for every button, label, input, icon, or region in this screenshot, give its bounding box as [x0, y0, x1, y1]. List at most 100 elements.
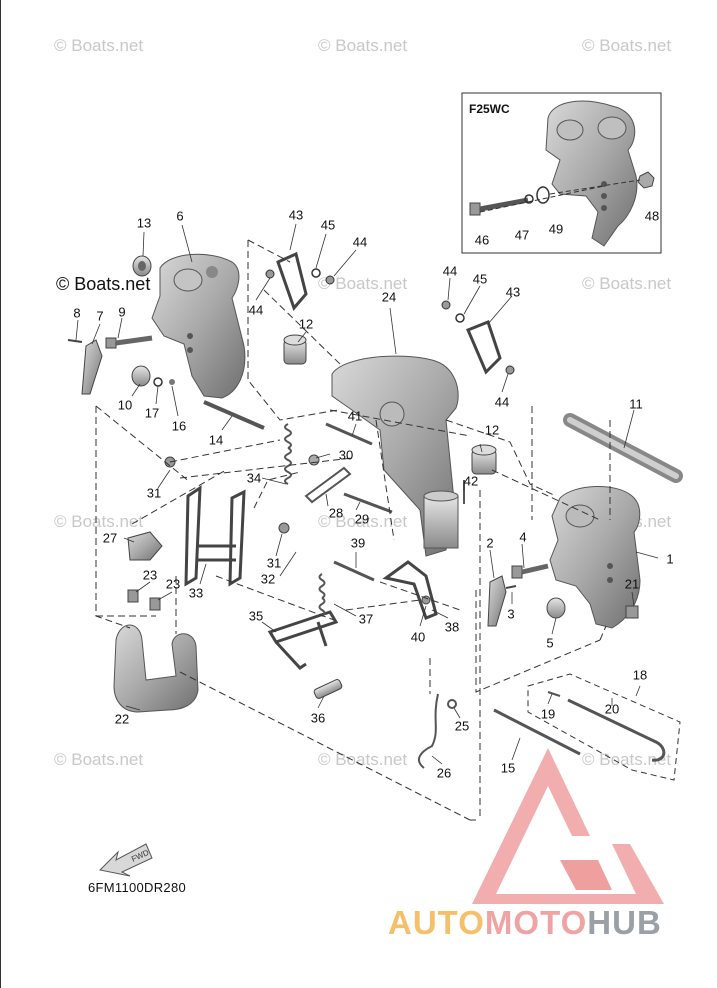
- link-35: [267, 610, 339, 670]
- assembly-18-box: [527, 673, 681, 781]
- brand-logo-icon: [472, 748, 664, 904]
- callout-36: 36: [310, 710, 326, 726]
- callout-12: 12: [484, 422, 500, 438]
- pin-36: [313, 679, 343, 699]
- inset-bolt-46: [469, 197, 529, 216]
- callout-24: 24: [381, 289, 397, 305]
- callout-4: 4: [519, 529, 527, 545]
- clamp-bracket-1: [549, 486, 641, 629]
- screw-23a: [127, 589, 139, 603]
- watermark: © Boats.net: [54, 512, 144, 531]
- bolt-9: [105, 335, 153, 349]
- callout-47: 47: [514, 227, 530, 243]
- callout-27: 27: [102, 530, 118, 546]
- screw-44d: [505, 365, 515, 375]
- bolt-14: [203, 400, 265, 430]
- callout-45: 45: [472, 271, 488, 287]
- callout-6: 6: [176, 208, 184, 224]
- callout-48: 48: [644, 208, 660, 224]
- callout-18: 18: [632, 667, 648, 683]
- watermark: © Boats.net: [318, 274, 408, 293]
- callout-20: 20: [604, 701, 620, 717]
- screw-44b: [265, 269, 275, 279]
- spring-37: [318, 573, 326, 617]
- callout-26: 26: [436, 765, 452, 781]
- pin-3: [505, 585, 517, 589]
- callout-44: 44: [442, 263, 458, 279]
- callout-5: 5: [546, 635, 554, 651]
- grip-22: [113, 624, 199, 713]
- callout-40: 40: [410, 629, 426, 645]
- watermark: © Boats.net: [582, 36, 672, 55]
- lever-38: [382, 560, 438, 620]
- callout-2: 2: [486, 535, 494, 551]
- inset-bracket-48: [545, 100, 638, 247]
- inset-nut-48: [637, 171, 655, 189]
- callout-43: 43: [288, 207, 304, 223]
- callout-43: 43: [505, 284, 521, 300]
- diagram-code: 6FM1100DR280: [88, 880, 187, 895]
- watermark: © Boats.net: [54, 36, 144, 55]
- callout-8: 8: [73, 305, 81, 321]
- callout-41: 41: [347, 408, 363, 424]
- washer-17: [153, 377, 163, 387]
- pad-5: [546, 597, 566, 619]
- watermark: © Boats.net: [318, 512, 408, 531]
- pin-41: [325, 422, 373, 446]
- callout-44: 44: [352, 234, 368, 250]
- lever-2: [487, 575, 507, 627]
- bolt-4: [511, 563, 549, 579]
- bushing-12b: [471, 444, 497, 475]
- watermark: © Boats.net: [54, 750, 144, 769]
- rod-15: [493, 708, 581, 756]
- bushing-13: [132, 255, 152, 277]
- inset-box: [461, 92, 662, 254]
- wire-26: [417, 693, 439, 769]
- brand-part-moto: MOTO: [484, 904, 588, 941]
- callout-30: 30: [338, 447, 354, 463]
- clip-25: [447, 699, 457, 709]
- screw-21: [625, 605, 639, 619]
- callout-44: 44: [248, 302, 264, 318]
- callout-23: 23: [142, 567, 158, 583]
- callout-12: 12: [298, 316, 314, 332]
- callout-3: 3: [507, 606, 515, 622]
- plate-43a: [276, 251, 308, 311]
- inset-washer-49: [536, 186, 550, 204]
- callout-19: 19: [540, 706, 556, 722]
- rod-20: [567, 698, 666, 762]
- callout-13: 13: [136, 215, 152, 231]
- callout-32: 32: [260, 571, 276, 587]
- callout-31: 31: [146, 485, 162, 501]
- left-border: [0, 0, 1, 988]
- callout-1: 1: [666, 551, 674, 567]
- inset-washer-47: [524, 194, 534, 204]
- callout-14: 14: [208, 432, 224, 448]
- rod-28: [304, 466, 352, 504]
- callout-38: 38: [444, 619, 460, 635]
- callout-10: 10: [117, 397, 133, 413]
- washer-45a: [311, 268, 321, 278]
- callout-11: 11: [629, 396, 643, 412]
- tube-11: [563, 413, 683, 483]
- knob-27: [127, 531, 163, 561]
- callout-15: 15: [500, 760, 516, 776]
- fwd-arrow-icon: FWD: [98, 843, 153, 877]
- callout-34: 34: [246, 470, 262, 486]
- pad-10: [131, 365, 151, 387]
- screw-44a: [325, 275, 335, 285]
- screw-23b: [149, 597, 161, 611]
- callout-31: 31: [266, 555, 282, 571]
- callout-29: 29: [354, 511, 370, 527]
- callout-45: 45: [320, 217, 336, 233]
- callout-46: 46: [474, 232, 490, 248]
- callout-28: 28: [328, 505, 344, 521]
- brand-wordmark: AUTOMOTOHUB: [388, 904, 662, 942]
- brand-part-hub: HUB: [587, 904, 662, 941]
- brand-part-auto: AUTO: [388, 904, 485, 941]
- callout-16: 16: [171, 418, 187, 434]
- tilt-lock-33: [184, 485, 246, 587]
- screw-31b: [278, 522, 290, 534]
- washer-45b: [455, 313, 465, 323]
- plate-43b: [466, 320, 502, 375]
